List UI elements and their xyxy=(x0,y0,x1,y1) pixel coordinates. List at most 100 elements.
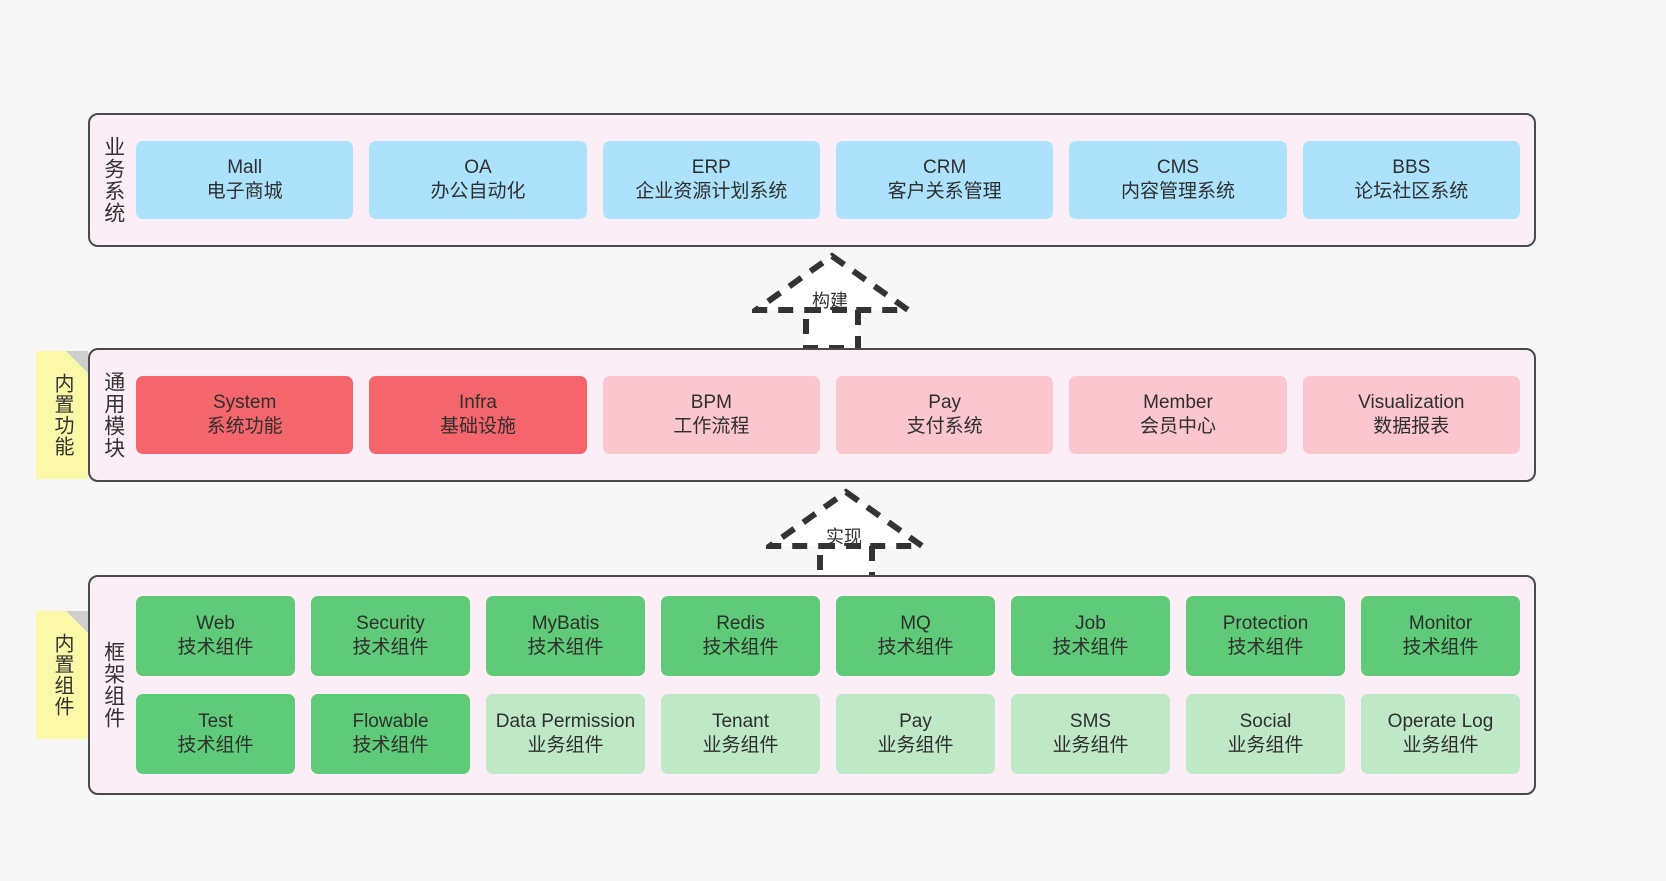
card-social[interactable]: Social 业务组件 xyxy=(1186,694,1345,774)
card-subtitle: 数据报表 xyxy=(1373,416,1450,437)
card-redis[interactable]: Redis 技术组件 xyxy=(661,596,820,676)
card-subtitle: 办公自动化 xyxy=(430,181,526,202)
card-title: SMS xyxy=(1069,710,1112,732)
card-subtitle: 业务组件 xyxy=(1402,735,1479,756)
card-subtitle: 会员中心 xyxy=(1139,416,1216,437)
card-subtitle: 技术组件 xyxy=(527,637,604,658)
card-subtitle: 业务组件 xyxy=(1052,735,1129,756)
card-row: Test 技术组件 Flowable 技术组件 Data Permission … xyxy=(136,694,1520,774)
card-subtitle: 支付系统 xyxy=(906,416,983,437)
connector-label-implement: 实现 xyxy=(826,527,862,547)
card-title: Visualization xyxy=(1358,391,1465,413)
card-web[interactable]: Web 技术组件 xyxy=(136,596,295,676)
card-title: Flowable xyxy=(352,710,429,732)
card-subtitle: 业务组件 xyxy=(527,735,604,756)
card-title: Pay xyxy=(928,391,962,413)
card-subtitle: 系统功能 xyxy=(206,416,283,437)
card-row: Mall 电子商城 OA 办公自动化 ERP 企业资源计划系统 CRM 客户关系… xyxy=(136,141,1520,219)
card-test[interactable]: Test 技术组件 xyxy=(136,694,295,774)
card-title: Infra xyxy=(458,391,497,413)
card-subtitle: 技术组件 xyxy=(1052,637,1129,658)
card-sms[interactable]: SMS 业务组件 xyxy=(1011,694,1170,774)
card-title: Protection xyxy=(1222,612,1309,634)
card-mall[interactable]: Mall 电子商城 xyxy=(136,141,354,219)
card-cms[interactable]: CMS 内容管理系统 xyxy=(1069,141,1287,219)
sticky-note-label: 内置组件 xyxy=(51,633,73,717)
layer-framework-components-label: 框架组件 xyxy=(101,641,125,729)
card-title: Test xyxy=(198,710,233,732)
card-title: Pay xyxy=(899,710,932,732)
card-title: ERP xyxy=(691,156,731,178)
card-title: BBS xyxy=(1392,156,1431,178)
card-mybatis[interactable]: MyBatis 技术组件 xyxy=(486,596,645,676)
card-member[interactable]: Member 会员中心 xyxy=(1069,376,1287,454)
card-subtitle: 技术组件 xyxy=(352,637,429,658)
card-bpm[interactable]: BPM 工作流程 xyxy=(602,376,820,454)
card-title: Monitor xyxy=(1408,612,1473,634)
layer-business-systems: 业务系统 Mall 电子商城 OA 办公自动化 ERP 企业资源计划系统 CRM… xyxy=(88,113,1536,247)
layer-business-systems-body: Mall 电子商城 OA 办公自动化 ERP 企业资源计划系统 CRM 客户关系… xyxy=(136,115,1534,245)
card-subtitle: 内容管理系统 xyxy=(1120,181,1235,202)
card-subtitle: 工作流程 xyxy=(673,416,750,437)
card-row: Web 技术组件 Security 技术组件 MyBatis 技术组件 Redi… xyxy=(136,596,1520,676)
card-title: CRM xyxy=(923,156,967,178)
sticky-note-builtin-features: 内置功能 xyxy=(36,351,88,479)
card-protection[interactable]: Protection 技术组件 xyxy=(1186,596,1345,676)
card-subtitle: 技术组件 xyxy=(352,735,429,756)
card-security[interactable]: Security 技术组件 xyxy=(311,596,470,676)
card-subtitle: 业务组件 xyxy=(877,735,954,756)
card-flowable[interactable]: Flowable 技术组件 xyxy=(311,694,470,774)
card-subtitle: 技术组件 xyxy=(1402,637,1479,658)
card-title: Member xyxy=(1143,391,1213,413)
card-row: System 系统功能 Infra 基础设施 BPM 工作流程 Pay 支付系统… xyxy=(136,376,1520,454)
card-oa[interactable]: OA 办公自动化 xyxy=(369,141,587,219)
card-subtitle: 客户关系管理 xyxy=(887,181,1002,202)
card-operate-log[interactable]: Operate Log 业务组件 xyxy=(1361,694,1520,774)
card-title: CMS xyxy=(1156,156,1200,178)
connector-label-build: 构建 xyxy=(812,291,848,311)
card-system[interactable]: System 系统功能 xyxy=(136,376,354,454)
card-title: MyBatis xyxy=(531,612,600,634)
card-title: Mall xyxy=(227,156,263,178)
card-subtitle: 技术组件 xyxy=(177,735,254,756)
card-title: Social xyxy=(1239,710,1292,732)
card-title: Operate Log xyxy=(1387,710,1494,732)
card-title: Data Permission xyxy=(495,710,636,732)
card-erp[interactable]: ERP 企业资源计划系统 xyxy=(602,141,820,219)
card-subtitle: 电子商城 xyxy=(206,181,283,202)
page-fold-icon xyxy=(66,611,88,633)
layer-common-modules: 通用模块 System 系统功能 Infra 基础设施 BPM 工作流程 Pay… xyxy=(88,348,1536,482)
card-subtitle: 基础设施 xyxy=(439,416,516,437)
card-pay-business[interactable]: Pay 业务组件 xyxy=(836,694,995,774)
sticky-note-label: 内置功能 xyxy=(51,373,73,457)
card-title: Security xyxy=(356,612,425,634)
card-mq[interactable]: MQ 技术组件 xyxy=(836,596,995,676)
layer-business-systems-label: 业务系统 xyxy=(101,136,125,224)
card-job[interactable]: Job 技术组件 xyxy=(1011,596,1170,676)
layer-common-modules-body: System 系统功能 Infra 基础设施 BPM 工作流程 Pay 支付系统… xyxy=(136,350,1534,480)
layer-framework-components-body: Web 技术组件 Security 技术组件 MyBatis 技术组件 Redi… xyxy=(136,577,1534,793)
card-bbs[interactable]: BBS 论坛社区系统 xyxy=(1302,141,1520,219)
card-title: Tenant xyxy=(711,710,770,732)
card-tenant[interactable]: Tenant 业务组件 xyxy=(661,694,820,774)
card-crm[interactable]: CRM 客户关系管理 xyxy=(835,141,1054,219)
card-subtitle: 企业资源计划系统 xyxy=(635,181,788,202)
card-subtitle: 技术组件 xyxy=(702,637,779,658)
card-title: OA xyxy=(464,156,492,178)
card-monitor[interactable]: Monitor 技术组件 xyxy=(1361,596,1520,676)
card-subtitle: 业务组件 xyxy=(702,735,779,756)
card-pay[interactable]: Pay 支付系统 xyxy=(835,376,1054,454)
card-title: MQ xyxy=(900,612,931,634)
card-subtitle: 论坛社区系统 xyxy=(1354,181,1469,202)
card-title: Redis xyxy=(716,612,765,634)
card-subtitle: 技术组件 xyxy=(1227,637,1304,658)
card-infra[interactable]: Infra 基础设施 xyxy=(369,376,587,454)
card-title: Web xyxy=(196,612,235,634)
card-visualization[interactable]: Visualization 数据报表 xyxy=(1302,376,1520,454)
card-title: Job xyxy=(1075,612,1106,634)
card-subtitle: 技术组件 xyxy=(877,637,954,658)
page-fold-icon xyxy=(66,351,88,373)
card-title: System xyxy=(212,391,277,413)
card-data-permission[interactable]: Data Permission 业务组件 xyxy=(486,694,645,774)
layer-common-modules-label: 通用模块 xyxy=(101,371,125,459)
